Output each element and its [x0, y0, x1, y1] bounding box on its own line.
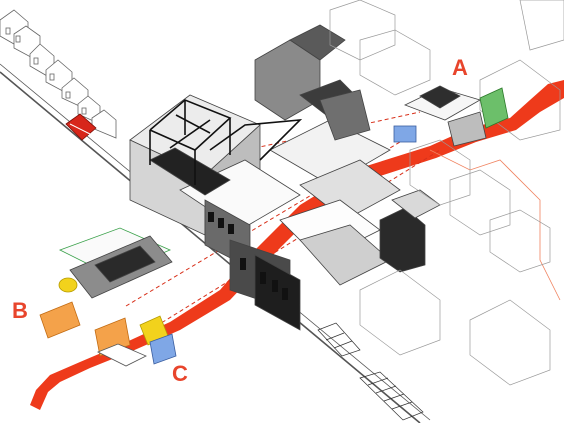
callout-label-c: C [172, 361, 188, 386]
road-grid [317, 322, 424, 421]
streetfront-houses [0, 9, 117, 139]
facade-windows [208, 212, 288, 300]
steel-frame [149, 99, 303, 185]
red-bus-icon [65, 113, 97, 141]
thin-outline-path [429, 149, 561, 301]
context-buildings-right [329, 0, 564, 386]
detail-a-assembly [393, 85, 509, 147]
central-building-cluster [129, 24, 441, 331]
detail-bc-assembly [39, 227, 177, 367]
callout-label-b: B [12, 298, 28, 323]
callout-label-a: A [452, 55, 468, 80]
